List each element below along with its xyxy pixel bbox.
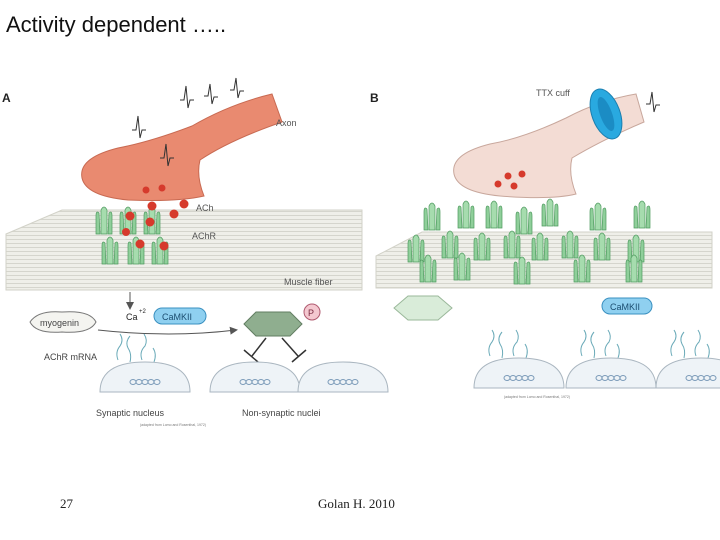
ach-molecules [122,184,189,251]
achr-label: AChR [192,231,217,241]
non-synaptic-nuclei-label: Non-synaptic nuclei [242,408,321,418]
axon-label: Axon [276,118,297,128]
ach-molecules-b [494,170,526,190]
camkii-shape-b [601,297,653,315]
credit-b: (adapted from Lomo and Rosenthal, 1972) [504,395,570,399]
arrow-to-kinase [97,326,238,335]
panel-a: A Axon AC [2,77,389,427]
kinase-inactive [393,295,453,321]
ttx-cuff [589,88,623,140]
ttx-cuff-label: TTX cuff [536,88,570,98]
nucleus-b-3 [655,329,720,389]
inhibition-lines [243,337,307,363]
figure: A Axon AC [2,77,720,427]
ach-label: ACh [196,203,214,213]
ca-superscript: +2 [139,309,147,315]
camkii-label-b: CaMKII [610,302,640,312]
slide-title: Activity dependent ….. [6,12,227,37]
kinase-active [243,311,303,337]
phosphate-badge [303,303,321,321]
action-potential-spikes [132,77,244,167]
camkii-label-a: CaMKII [162,312,192,322]
muscle-fiber-a [5,209,363,291]
myogenin-label: myogenin [40,318,79,328]
panel-a-label: A [2,91,11,105]
axon-terminal-active [81,93,283,201]
myogenin-shape [29,311,97,333]
ca-label: Ca [126,312,138,322]
non-synaptic-nucleus-2 [297,361,389,393]
credit-a: (adapted from Lomo and Rosenthal, 1972) [140,423,206,427]
achr-mrna-label: AChR mRNA [44,352,97,362]
synaptic-nucleus [99,333,191,393]
blocked-spike [646,91,660,113]
non-synaptic-nucleus-1 [209,361,301,393]
panel-b: B TTX cuff [370,88,720,399]
footer-credit: Golan H. 2010 [318,496,395,511]
nucleus-b-2 [565,329,657,389]
phosphate-label: P [308,308,314,318]
muscle-fiber-label: Muscle fiber [284,277,333,287]
camkii-shape-a [153,307,207,325]
page-number: 27 [60,496,73,511]
nucleus-b-1 [473,329,565,389]
synaptic-nucleus-label: Synaptic nucleus [96,408,165,418]
panel-b-label: B [370,91,379,105]
